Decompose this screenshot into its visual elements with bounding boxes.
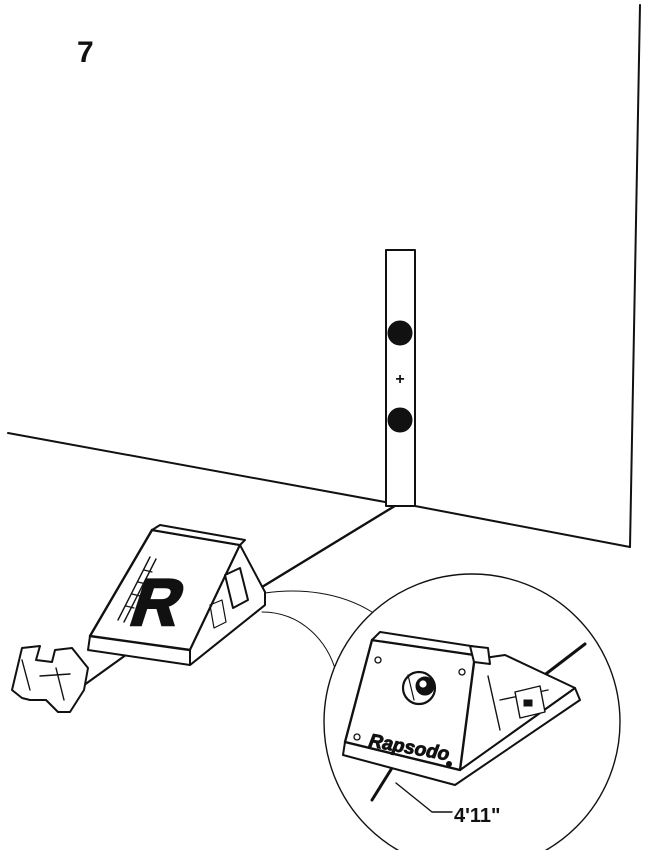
step-number: 7 bbox=[77, 36, 94, 69]
measurement-label: 4'11" bbox=[454, 805, 501, 827]
ruler-marks bbox=[117, 556, 157, 623]
measurement-leader bbox=[395, 782, 453, 813]
target-dot-upper bbox=[387, 320, 413, 346]
target-strip: + bbox=[385, 249, 416, 507]
target-marker: + bbox=[395, 371, 404, 388]
remote-holder bbox=[11, 645, 89, 713]
wall bbox=[7, 4, 641, 548]
device-unit: R bbox=[87, 524, 266, 666]
target-dot-lower bbox=[387, 407, 413, 433]
zoom-callout: Rapsodo 4'11" bbox=[323, 573, 621, 850]
